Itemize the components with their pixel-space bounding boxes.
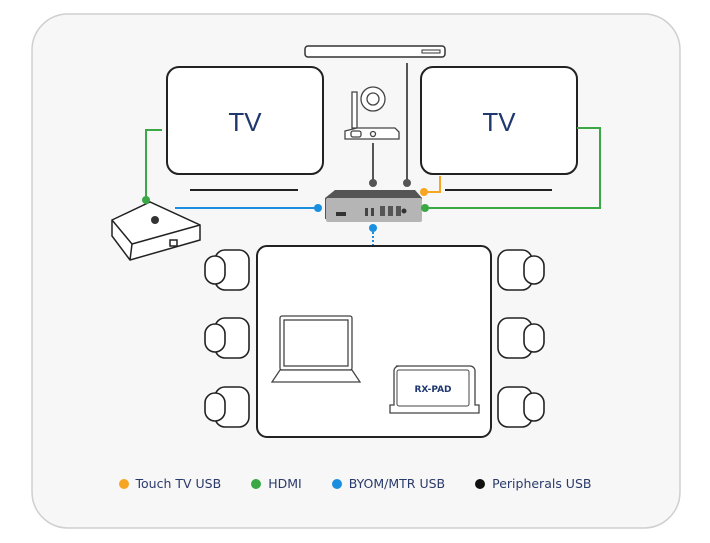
- touch-tv-usb-line: [420, 176, 441, 196]
- legend-item-byom-mtr-usb: BYOM/MTR USB: [331, 476, 446, 491]
- chair-right-3: [497, 386, 545, 428]
- orange-dot-icon: [118, 478, 129, 489]
- chairs: [204, 249, 545, 428]
- tv-right: TV: [420, 66, 578, 191]
- tv-left: TV: [166, 66, 324, 191]
- chair-right-1: [497, 249, 545, 291]
- chair-left-2: [204, 317, 250, 359]
- soundbar: [304, 45, 446, 58]
- tv-right-label: TV: [482, 107, 516, 137]
- peripherals-usb-lines: [369, 63, 411, 187]
- rx-pad-label: RX-PAD: [414, 385, 451, 395]
- legend-label: Peripherals USB: [492, 476, 592, 491]
- rx-pad-touch-panel: RX-PAD: [389, 365, 480, 414]
- legend-label: BYOM/MTR USB: [348, 476, 446, 491]
- legend-item-hdmi: HDMI: [251, 476, 302, 491]
- chair-left-3: [204, 386, 250, 428]
- black-dot-icon: [475, 478, 486, 489]
- chair-right-2: [497, 317, 545, 359]
- legend-label: HDMI: [268, 476, 302, 491]
- tv-left-label: TV: [228, 107, 262, 137]
- room-pc-box: [111, 201, 201, 261]
- laptop-icon: [270, 315, 362, 383]
- legend-item-touch-tv-usb: Touch TV USB: [118, 476, 222, 491]
- usb-extender-hub: [325, 190, 422, 222]
- chair-left-1: [204, 249, 250, 291]
- legend: Touch TV USB HDMI BYOM/MTR USB Periphera…: [0, 476, 710, 491]
- legend-item-peripherals-usb: Peripherals USB: [475, 476, 591, 491]
- blue-dot-icon: [331, 478, 342, 489]
- legend-label: Touch TV USB: [135, 476, 222, 491]
- hdmi-lines: [142, 127, 601, 212]
- green-dot-icon: [251, 478, 262, 489]
- ptz-camera-icon: [344, 86, 400, 140]
